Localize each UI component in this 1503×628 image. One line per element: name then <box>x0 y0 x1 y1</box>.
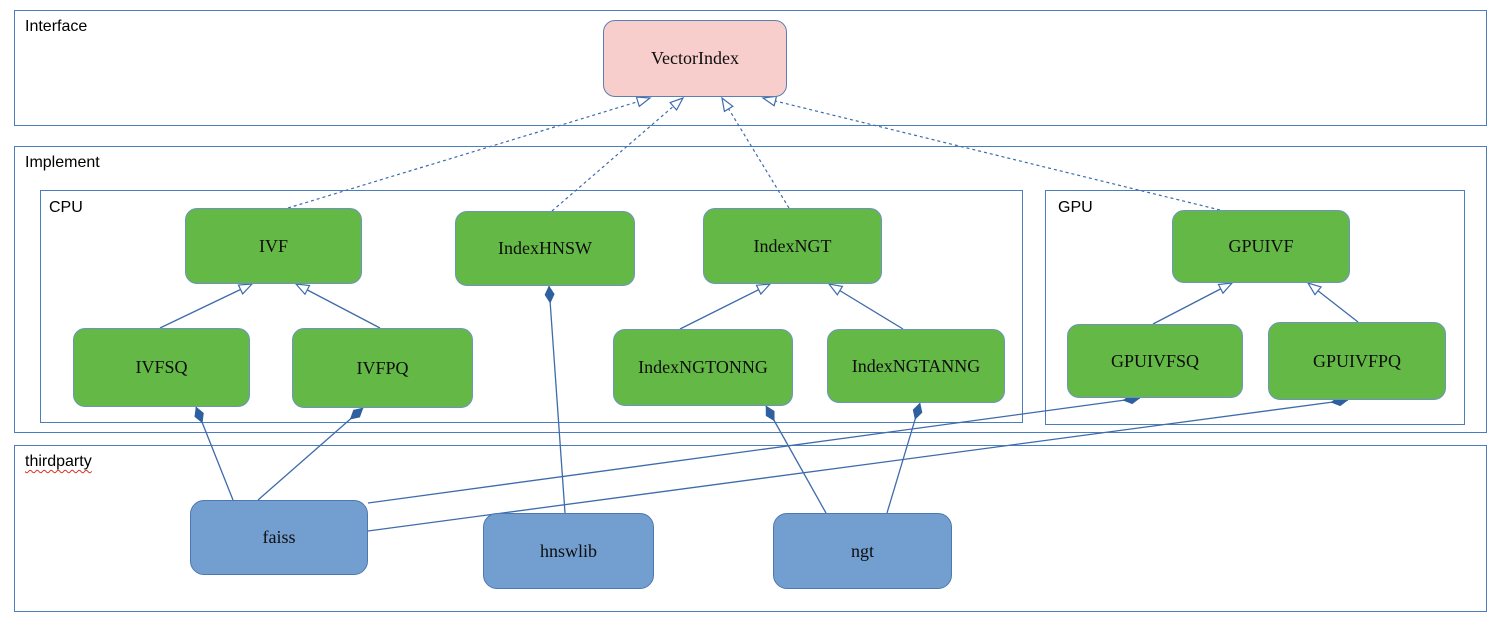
node-ngt-label: ngt <box>850 540 874 561</box>
edge-faiss-to-gpuivfsq <box>367 398 1140 504</box>
cpu-container: CPU <box>40 190 1023 423</box>
node-gpuivfsq-label: GPUIVFSQ <box>1110 350 1200 371</box>
node-ivfsq-label: IVFSQ <box>135 357 188 377</box>
edge-ivf-to-vectorindex <box>287 96 652 209</box>
gpu-label: GPU <box>1058 199 1093 216</box>
interface-container: Interface <box>14 10 1487 126</box>
node-faiss-label: faiss <box>262 527 296 547</box>
edge-indexngtanng-to-indexngt <box>827 283 904 330</box>
node-ivfpq: IVFPQ <box>292 328 473 408</box>
node-gpuivf: GPUIVF <box>1172 210 1350 283</box>
implement-label: Implement <box>25 154 100 171</box>
edge-ivfsq-to-ivf <box>159 283 254 329</box>
cpu-label: CPU <box>49 199 83 216</box>
edge-hnswlib-to-indexhnsw <box>549 286 566 514</box>
node-gpuivfsq: GPUIVFSQ <box>1067 324 1243 398</box>
thirdparty-container: thirdparty <box>14 445 1487 612</box>
node-faiss: faiss <box>190 500 368 575</box>
thirdparty-label: thirdparty <box>25 453 92 470</box>
node-indexngt: IndexNGT <box>703 208 882 284</box>
edge-ngt-to-indexngtanng <box>886 403 920 514</box>
edge-faiss-to-ivfpq <box>257 407 364 501</box>
node-hnswlib: hnswlib <box>483 513 654 589</box>
node-indexngt-label: IndexNGT <box>753 235 832 256</box>
edge-gpuivfsq-to-gpuivf <box>1152 282 1234 325</box>
edge-gpuivfpq-to-gpuivf <box>1306 281 1359 323</box>
node-gpuivf-label: GPUIVF <box>1228 236 1294 256</box>
node-indexngtanng-label: IndexNGTANNG <box>851 355 981 376</box>
node-indexngtanng: IndexNGTANNG <box>827 329 1005 403</box>
node-hnswlib-label: hnswlib <box>539 540 597 561</box>
edge-indexngtonng-to-indexngt <box>679 283 772 330</box>
node-indexngtonng-label: IndexNGTONNG <box>638 357 768 377</box>
node-ivfsq: IVFSQ <box>73 328 250 407</box>
node-vectorindex: VectorIndex <box>603 20 787 97</box>
edge-faiss-to-ivfsq <box>196 407 234 501</box>
edge-ivfpq-to-ivf <box>294 283 381 329</box>
node-ivf: IVF <box>185 208 362 284</box>
node-ivfpq-label: IVFPQ <box>356 357 409 378</box>
node-indexngtonng: IndexNGTONNG <box>613 329 793 406</box>
edge-gpuivf-to-vectorindex <box>761 95 1221 211</box>
gpu-container: GPU <box>1045 190 1465 425</box>
node-ngt: ngt <box>773 513 952 589</box>
node-ivf-label: IVF <box>258 235 288 256</box>
node-gpuivfpq-label: GPUIVFPQ <box>1312 350 1402 371</box>
edge-indexngt-to-vectorindex <box>721 96 790 209</box>
interface-label: Interface <box>25 18 88 35</box>
node-vectorindex-label: VectorIndex <box>651 48 739 68</box>
edge-ngt-to-indexngtonng <box>765 406 827 514</box>
implement-container: Implement <box>14 146 1487 433</box>
edge-faiss-to-gpuivfpq <box>367 400 1348 532</box>
node-indexhnsw-label: IndexHNSW <box>498 238 592 258</box>
edge-indexhnsw-to-vectorindex <box>551 96 685 212</box>
node-indexhnsw: IndexHNSW <box>455 211 635 286</box>
node-gpuivfpq: GPUIVFPQ <box>1268 322 1446 400</box>
